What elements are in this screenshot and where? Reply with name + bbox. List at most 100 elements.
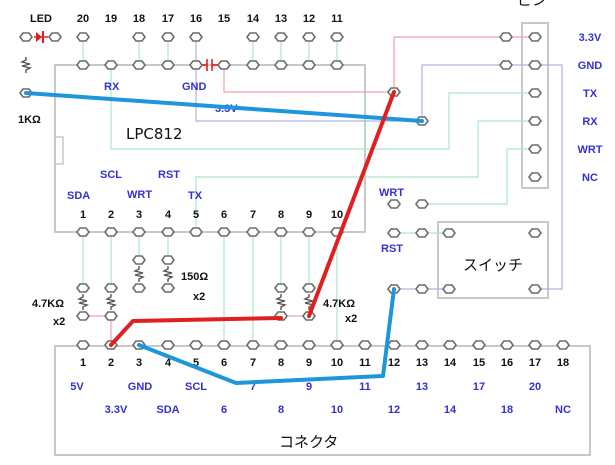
mcu-label-gnd: GND [182,81,207,93]
led-hole [48,32,62,42]
resistor-1k-label: 1KΩ [18,114,41,126]
mcu-top-pin-number: 16 [190,13,202,25]
connector-pin-number: 2 [108,357,114,369]
connector-pin-hole [330,340,344,350]
resistor-150-qty: x2 [193,291,205,303]
resistor-150-hole [161,283,175,293]
connector-pin-hole [274,340,288,350]
jumper-red-33v [307,90,396,318]
mcu-bottom-pin-number: 6 [221,209,227,221]
mcu-pin-hole [217,227,231,237]
mcu-top-hole [302,32,316,42]
connector-signal-label: 12 [388,404,400,416]
mcu-top-pin-number: 18 [133,13,145,25]
pin-header-hole [528,172,542,182]
pin-header-outline [521,22,549,189]
connector-signal-label: 13 [416,381,428,393]
mcu-pin-hole [132,60,146,70]
resistor-150-icon [132,266,146,282]
capacitor-icon [202,59,218,71]
switch-wrt-label: WRT [379,187,404,199]
connector-pin-hole [415,340,429,350]
connector-pin-hole [500,340,514,350]
switch-area-hole [387,228,401,238]
connector-pin-number: 5 [193,357,199,369]
mcu-pin-hole [302,60,316,70]
connector-pin-number: 16 [501,357,513,369]
connector-pin-hole [556,340,570,350]
connector-pin-hole [443,340,457,350]
connector-signal-label: 11 [359,381,371,393]
mcu-top-hole [274,32,288,42]
connector-signal-label: 18 [501,404,513,416]
switch-rst-label: RST [381,243,403,255]
pin-header-title: ピン [517,0,547,9]
connector-pin-number: 11 [359,357,371,369]
resistor-47k-icon [274,294,288,310]
resistor-1k-icon [19,57,33,73]
mcu-top-pin-number: 13 [275,13,287,25]
connector-signal-label: 8 [278,404,284,416]
mcu-bottom-pin-number: 10 [331,209,343,221]
mcu-top-hole [76,32,90,42]
connector-signal-label: 20 [529,381,541,393]
mcu-bottom-pin-number: 4 [165,209,172,221]
jumper-blue-gnd [137,287,396,385]
connector-pin-hole [76,340,90,350]
resistor-150-hole [132,283,146,293]
switch-label: スイッチ [463,256,523,274]
switch-area-hole [528,228,542,238]
mcu-pin-hole [132,227,146,237]
mcu-pin-hole [161,227,175,237]
mcu-top-pin-number: 20 [77,13,89,25]
mcu-bottom-pin-number: 7 [250,209,256,221]
connector-pin-hole [472,340,486,350]
resistor-150-icon [161,266,175,282]
connector-pin-number: 10 [331,357,343,369]
connector-signal-label: 7 [250,381,256,393]
connector-signal-label: 5V [70,381,84,393]
connector-pin-hole [189,340,203,350]
mcu-top-pin-number: 11 [331,13,343,25]
mcu-bottom-pin-number: 9 [306,209,312,221]
resistor-47k-left-label: 4.7KΩ [32,298,64,310]
connector-pin-number: 7 [250,357,256,369]
pin-header-label: 3.3V [579,32,602,44]
connector-pin-hole [302,340,316,350]
connector-outline [54,345,591,456]
mcu-label-scl: SCL [100,169,122,181]
resistor-47k-hole [274,283,288,293]
switch-area-hole [442,284,456,294]
mcu-label-rx: RX [104,81,120,93]
mcu-top-pin-number: 12 [303,13,315,25]
pin-header-hole [528,32,542,42]
mcu-label-rst: RST [158,169,180,181]
switch-area-hole [442,228,456,238]
connector-pin-number: 13 [416,357,428,369]
connector-pin-number: 18 [557,357,569,369]
connector-pin-hole [387,340,401,350]
connector-pin-number: 14 [444,357,457,369]
resistor-47k-icon [76,294,90,310]
mcu-bottom-pin-number: 3 [136,209,142,221]
resistor-47k-hole [104,283,118,293]
connector-signal-label: 14 [444,404,457,416]
resistor-150-label: 150Ω [181,271,208,283]
resistor-47k-hole [76,283,90,293]
mcu-bottom-pin-number: 1 [80,209,86,221]
resistor-47k-left-qty: x2 [53,316,65,328]
mcu-top-pin-number: 14 [247,13,260,25]
mcu-top-hole [161,32,175,42]
mcu-pin-hole [274,227,288,237]
connector-signal-label: GND [128,381,153,393]
connector-pin-number: 3 [136,357,142,369]
connector-pin-number: 6 [221,357,227,369]
mcu-bottom-pin-number: 2 [108,209,114,221]
mcu-top-hole [132,32,146,42]
switch-outline [437,221,549,299]
mcu-bottom-pin-number: 5 [193,209,199,221]
connector-signal-label: SDA [156,404,179,416]
connector-pin-number: 8 [278,357,284,369]
mcu-label-tx: TX [188,190,203,202]
